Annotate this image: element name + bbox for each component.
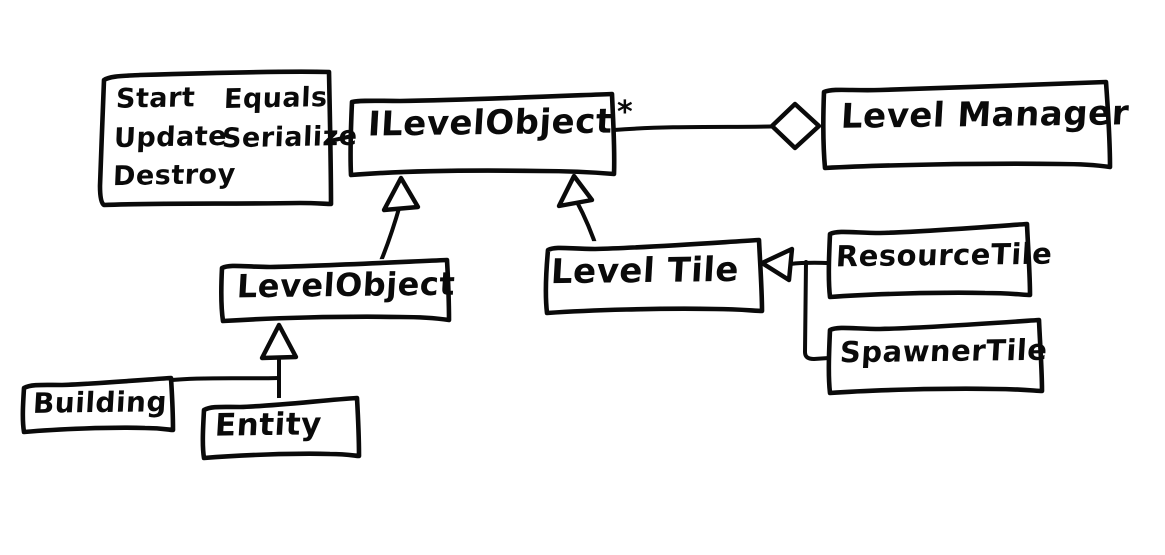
edge-spawnertile-to-leveltile (803, 260, 831, 361)
building-label: Building (32, 385, 169, 420)
multiplicity-star-label: * (617, 95, 634, 130)
spawnertile-label: SpawnerTile (839, 332, 1049, 370)
edge-building-to-levelobject (170, 376, 281, 382)
methods-equals-label: Equals (223, 81, 329, 116)
leveltile-box (543, 237, 765, 316)
generalization-triangle-leveltile-icon (759, 246, 795, 283)
ilevelobject-label: ILevelObject (366, 101, 614, 145)
methods-box-fill (100, 70, 332, 207)
levelobject-box (219, 257, 452, 324)
ilevelobject-box (348, 91, 617, 178)
building-box-fill (20, 376, 174, 434)
aggregation-diamond-icon (769, 101, 822, 151)
levelmanager-label: Level Manager (839, 93, 1131, 137)
levelmanager-box-fill (822, 80, 1110, 170)
entity-box-fill (200, 396, 360, 460)
methods-box (97, 69, 334, 208)
leveltile-box-fill (544, 238, 762, 315)
edge-ilevelobject-to-levelmanager (612, 124, 792, 132)
methods-destroy-label: Destroy (112, 158, 237, 193)
entity-box (200, 395, 362, 461)
ilevelobject-box-fill (350, 92, 616, 178)
building-box (20, 375, 176, 435)
edge-resourcetile-to-leveltile (788, 260, 831, 266)
realization-triangle-levelobject-icon (381, 175, 421, 213)
generalization-triangle-levelobject-icon (259, 322, 299, 361)
resourcetile-label: ResourceTile (835, 236, 1054, 274)
spawnertile-box-fill (827, 318, 1042, 395)
edge-methods-to-ilevelobject (328, 134, 354, 143)
entity-label: Entity (213, 406, 323, 444)
methods-start-label: Start (115, 82, 196, 115)
realization-triangle-leveltile-icon (556, 173, 595, 209)
levelobject-box-fill (220, 258, 450, 324)
leveltile-label: Level Tile (549, 249, 741, 293)
spawnertile-box (826, 317, 1045, 396)
resourcetile-box (826, 221, 1033, 300)
resourcetile-box-fill (827, 222, 1030, 299)
edge-levelobject-to-ilevelobject (376, 203, 402, 270)
levelobject-label: LevelObject (235, 264, 457, 306)
levelmanager-box (821, 79, 1113, 171)
methods-update-label: Update (113, 120, 228, 155)
methods-serialize-label: Serialize (221, 120, 359, 155)
